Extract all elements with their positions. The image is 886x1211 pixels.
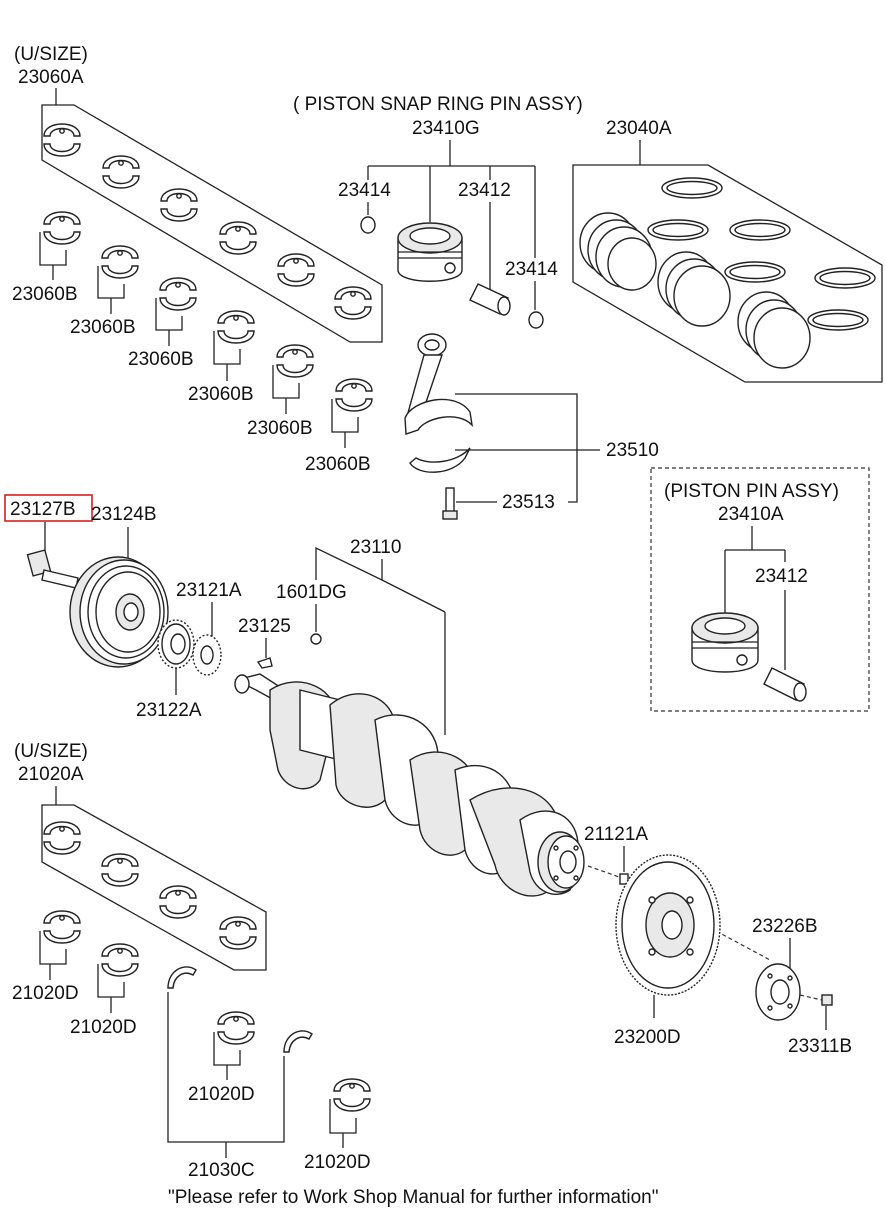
woodruff-key-icon [256, 657, 273, 669]
ball-icon [310, 633, 322, 645]
piston-ring-set-23040A: 23040A [572, 118, 883, 383]
part-label-23412-box: 23412 [755, 566, 808, 587]
part-label-21020D-2: 21020D [70, 1017, 137, 1038]
part-label-23226B: 23226B [752, 916, 818, 937]
part-label-23060B-4: 23060B [188, 384, 254, 405]
piston-snap-ring-pin-assy-23410G: ( PISTON SNAP RING PIN ASSY) 23410G 2341… [293, 94, 583, 329]
part-label-23060A: 23060A [18, 67, 84, 88]
part-label-23124B: 23124B [91, 504, 157, 525]
crankshaft-23110 [233, 673, 771, 961]
piston-snap-assy-title: ( PISTON SNAP RING PIN ASSY) [293, 94, 583, 115]
crank-pulley-group: 23127B 23124B 23121A 2 [4, 494, 446, 735]
main-bearing-set-23060A: (U/SIZE) 23060A 23060B 23060B 23060B 230… [12, 44, 383, 475]
flywheel-bolt-23311B: 23311B [788, 994, 852, 1057]
part-label-23410G: 23410G [412, 118, 480, 139]
part-label-21020A: 21020A [18, 764, 84, 785]
part-label-23510: 23510 [606, 440, 659, 461]
sprocket-23122A-icon [157, 619, 195, 669]
part-label-23412-top: 23412 [458, 180, 511, 201]
part-label-23125: 23125 [238, 616, 291, 637]
part-label-23127B: 23127B [10, 499, 76, 520]
part-label-23060B-3: 23060B [128, 349, 194, 370]
piston-pin-icon [469, 283, 511, 316]
part-label-23060B-2: 23060B [70, 317, 136, 338]
thrust-washer-icon-1 [167, 966, 197, 989]
pulley-bolt-icon [26, 549, 79, 589]
usize-label-bottom: (U/SIZE) [14, 741, 88, 762]
part-label-23121A: 23121A [176, 580, 242, 601]
part-label-21020D-4: 21020D [304, 1152, 371, 1173]
footer-note: "Please refer to Work Shop Manual for fu… [168, 1187, 658, 1208]
thrust-washer-icon-2 [283, 1030, 313, 1053]
part-label-21030C: 21030C [188, 1160, 255, 1181]
dowel-pin-icon [619, 873, 629, 885]
piston-pin-assy-23410A: (PISTON PIN ASSY) 23410A 23412 [650, 467, 870, 712]
crank-bearing-set-21020A: (U/SIZE) 21020A 21020D 21020D 21020D 210… [12, 741, 371, 1181]
part-label-23311B: 23311B [788, 1036, 852, 1057]
part-label-23414-2: 23414 [505, 259, 558, 280]
usize-label-top: (U/SIZE) [14, 44, 88, 65]
part-label-23040A: 23040A [606, 118, 672, 139]
highlight-box-23127B [4, 494, 93, 522]
part-label-21020D-3: 21020D [188, 1084, 255, 1105]
drive-plate-23200D: 23200D [614, 854, 721, 1048]
part-label-23513: 23513 [502, 492, 555, 513]
piston-pin-assy-title: (PISTON PIN ASSY) [664, 481, 839, 502]
part-label-21020D-1: 21020D [12, 983, 79, 1004]
crank-pulley-icon [69, 556, 169, 668]
connecting-rod-23510: 23510 23513 [404, 333, 659, 520]
sprocket-23121A-icon [192, 634, 222, 676]
piston-icon-box [691, 612, 759, 673]
part-label-23414-1: 23414 [338, 180, 391, 201]
part-label-23110: 23110 [350, 537, 401, 558]
piston-icon [397, 222, 463, 282]
part-label-23122A: 23122A [136, 700, 202, 721]
part-label-23060B-1: 23060B [12, 284, 78, 305]
part-label-23410A: 23410A [718, 504, 784, 525]
piston-pin-icon-box [763, 667, 807, 702]
part-label-23060B-5: 23060B [247, 418, 313, 439]
part-label-23200D: 23200D [614, 1027, 681, 1048]
part-label-21121A: 21121A [584, 824, 648, 845]
conrod-bolt-icon [442, 487, 458, 520]
part-label-23060B-6: 23060B [305, 454, 371, 475]
reinforcement-plate-23226B: 23226B [752, 916, 823, 1021]
part-label-1601DG: 1601DG [276, 582, 347, 603]
